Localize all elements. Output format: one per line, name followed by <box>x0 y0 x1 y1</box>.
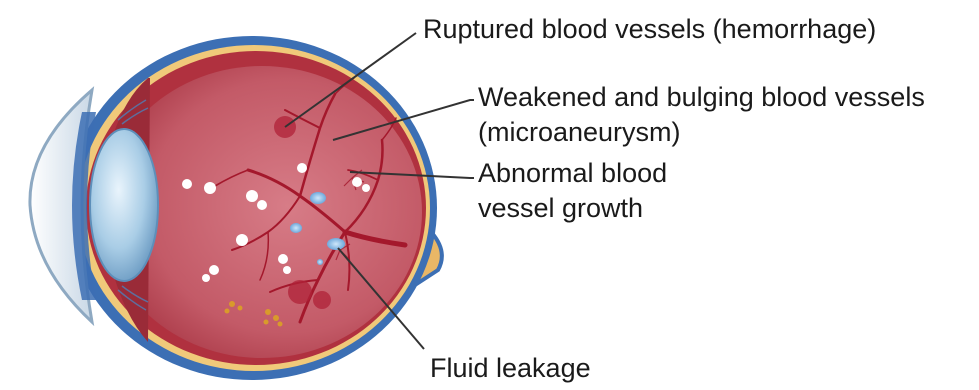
label-leakage: Fluid leakage <box>430 353 591 383</box>
label-growth-line2: vessel growth <box>478 193 643 223</box>
label-microaneurysm-line1: Weakened and bulging blood vessels <box>478 82 925 112</box>
label-growth-line1: Abnormal blood <box>478 158 667 188</box>
label-hemorrhage: Ruptured blood vessels (hemorrhage) <box>423 14 876 44</box>
lens <box>90 129 158 281</box>
label-microaneurysm-line2: (microaneurysm) <box>478 117 681 147</box>
